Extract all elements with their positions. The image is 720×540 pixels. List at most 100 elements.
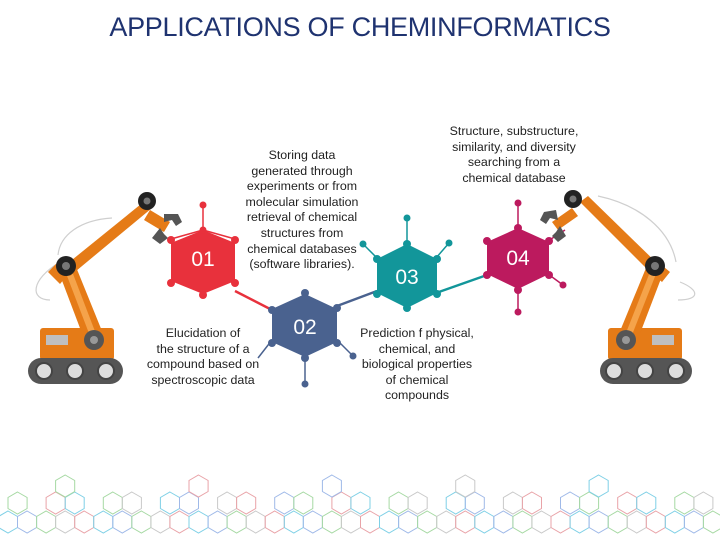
molecule-hexagon — [531, 510, 552, 534]
molecule-hexagon — [283, 510, 304, 534]
molecule-hexagon — [93, 510, 114, 534]
hex-number-04: 04 — [506, 247, 530, 270]
molecule-hexagon — [521, 491, 542, 515]
robot-arm-right-icon — [540, 190, 696, 384]
molecule-hexagon — [7, 491, 28, 515]
molecule-hexagon — [560, 491, 581, 515]
caption-step-03: Prediction f physical, chemical, and bio… — [346, 326, 488, 404]
molecule-hexagon — [636, 491, 657, 515]
caption-03-line: of chemical — [385, 372, 449, 387]
caption-step-01: Elucidation of the structure of a compou… — [128, 326, 278, 388]
molecule-hexagon — [512, 510, 533, 534]
molecule-hexagon — [102, 491, 123, 515]
caption-03-line: biological properties — [361, 357, 473, 372]
molecule-hexagon — [502, 491, 523, 515]
caption-03-line: compounds — [384, 388, 450, 403]
molecule-hexagon — [131, 510, 152, 534]
hexagon-step-04: 04 — [483, 199, 567, 316]
molecule-hexagon — [55, 474, 76, 498]
robot-arm-left-icon — [28, 192, 182, 384]
molecule-hexagon — [226, 510, 247, 534]
caption-02-line: structures from — [260, 225, 344, 240]
molecule-hexagon — [150, 510, 171, 534]
molecule-hexagon — [112, 510, 133, 534]
caption-02-line: Storing data — [268, 148, 336, 162]
molecule-hexagon — [407, 491, 428, 515]
caption-02-line: generated through — [251, 163, 353, 178]
molecule-hexagon — [398, 510, 419, 534]
caption-04-line: Structure, substructure, — [449, 124, 579, 138]
molecule-hexagon — [702, 510, 720, 534]
molecule-hexagon — [207, 510, 228, 534]
caption-02-line: (software libraries). — [249, 257, 355, 272]
caption-02-line: molecular simulation — [245, 194, 359, 209]
molecule-hexagon — [274, 491, 295, 515]
molecule-hexagon — [550, 510, 571, 534]
molecule-hexagon — [245, 510, 266, 534]
molecule-hexagon — [0, 510, 18, 534]
caption-02-line: experiments or from — [246, 179, 358, 194]
page-title: APPLICATIONS OF CHEMINFORMATICS — [109, 12, 611, 42]
molecule-hexagon — [17, 510, 38, 534]
molecule-hexagon — [607, 510, 628, 534]
molecule-hexagon — [693, 491, 714, 515]
caption-step-02: Storing data generated through experimen… — [236, 148, 368, 273]
molecule-hexagon — [379, 510, 400, 534]
molecule-hexagon — [121, 491, 142, 515]
molecule-hexagon — [588, 474, 609, 498]
molecule-hexagon — [474, 510, 495, 534]
hexagon-step-01: 01 — [167, 201, 239, 299]
molecule-hexagon — [388, 491, 409, 515]
molecule-hexagon — [436, 510, 457, 534]
caption-01-line: compound based on — [146, 357, 260, 372]
molecule-hexagon — [321, 474, 342, 498]
caption-04-line: chemical database — [462, 170, 566, 185]
molecule-hexagon — [493, 510, 514, 534]
molecule-hexagon — [626, 510, 647, 534]
molecule-hexagon — [217, 491, 238, 515]
caption-01-line: Elucidation of — [165, 326, 241, 340]
caption-04-line: searching from a — [467, 155, 561, 170]
hexagon-step-03: 03 — [359, 214, 453, 312]
molecule-pattern-icon — [0, 474, 720, 534]
molecule-hexagon — [188, 474, 209, 498]
molecule-hexagon — [340, 510, 361, 534]
hexagon-step-02: 02 — [257, 289, 357, 388]
molecule-hexagon — [455, 510, 476, 534]
molecule-hexagon — [360, 510, 380, 534]
connector-lines — [234, 273, 488, 312]
molecule-hexagon — [417, 510, 438, 534]
caption-step-04: Structure, substructure, similarity, and… — [438, 124, 590, 186]
molecule-hexagon — [55, 510, 76, 534]
molecule-hexagon — [293, 491, 314, 515]
molecule-hexagon — [36, 510, 57, 534]
molecule-hexagon — [302, 510, 323, 534]
molecule-hexagon — [188, 510, 209, 534]
hex-number-01: 01 — [191, 248, 214, 271]
molecule-hexagon — [264, 510, 285, 534]
molecule-hexagon — [664, 510, 685, 534]
caption-02-line: retrieval of chemical — [246, 210, 358, 225]
caption-01-line: spectroscopic data — [151, 372, 255, 387]
molecule-hexagon — [569, 510, 590, 534]
molecule-hexagon — [159, 491, 180, 515]
molecule-hexagon — [74, 510, 95, 534]
hex-number-02: 02 — [293, 316, 316, 339]
molecule-hexagon — [169, 510, 190, 534]
molecule-hexagon — [617, 491, 638, 515]
caption-02-line: chemical databases — [247, 241, 357, 256]
molecule-hexagon — [674, 491, 695, 515]
molecule-hexagon — [683, 510, 704, 534]
caption-01-line: the structure of a — [156, 341, 250, 356]
caption-03-line: chemical, and — [378, 341, 456, 356]
hex-number-03: 03 — [395, 266, 418, 289]
caption-03-line: Prediction f physical, — [360, 326, 474, 340]
molecule-hexagon — [645, 510, 666, 534]
molecule-hexagon — [350, 491, 371, 515]
molecule-hexagon — [236, 491, 257, 515]
molecule-hexagon — [588, 510, 609, 534]
caption-04-line: similarity, and diversity — [452, 139, 576, 154]
molecule-hexagon — [321, 510, 342, 534]
molecule-hexagon — [455, 474, 476, 498]
